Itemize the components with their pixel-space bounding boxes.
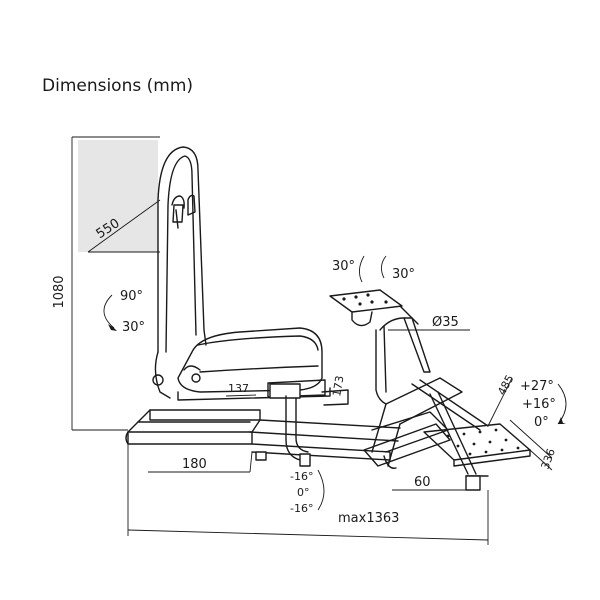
backrest-angle-lower: 30° <box>122 320 145 335</box>
page-title: Dimensions (mm) <box>42 76 194 96</box>
seat-width-label: 137 <box>228 382 249 395</box>
mast-height-dimension: 485 <box>487 373 517 427</box>
wheel-angle-left: 30° <box>332 259 355 274</box>
shifter-angle-zero: 0° <box>297 486 310 499</box>
shifter-angle: -16° 0° -16° <box>290 469 325 515</box>
backrest-angle-upper: 90° <box>120 289 143 304</box>
base-frame <box>125 395 401 467</box>
total-length-dimension: max1363 <box>127 444 489 545</box>
height-dimension: 1080 <box>52 136 160 431</box>
pedal-angle-mid: +16° <box>522 397 556 412</box>
wheel-diameter-label: Ø35 <box>432 315 459 330</box>
racing-seat: 137 173 <box>152 146 349 406</box>
mast-height-label: 485 <box>495 373 516 398</box>
pedal-length-dimension: 60 <box>392 475 468 491</box>
seat-adjust-label: 173 <box>330 375 346 398</box>
height-label: 1080 <box>52 275 67 308</box>
pedal-angle-up: +27° <box>520 379 554 394</box>
total-length-label: max1363 <box>338 511 399 526</box>
pedal-angle-zero: 0° <box>534 415 549 430</box>
shifter-angle-top: -16° <box>290 470 313 483</box>
pedal-frame <box>363 377 531 491</box>
wheel-angle-right: 30° <box>392 267 415 282</box>
backrest-angle: 90° 30° <box>103 289 145 335</box>
rail-length-label: 180 <box>182 457 207 472</box>
shifter-angle-bottom: -16° <box>290 502 313 515</box>
wheel-mount: 30° 30° Ø35 <box>329 255 470 405</box>
pedal-width-label: 336 <box>539 447 558 471</box>
rail-length-dimension: 180 <box>148 451 253 473</box>
pedal-length-label: 60 <box>414 475 431 490</box>
pedal-angle: +27° +16° 0° <box>520 379 567 430</box>
